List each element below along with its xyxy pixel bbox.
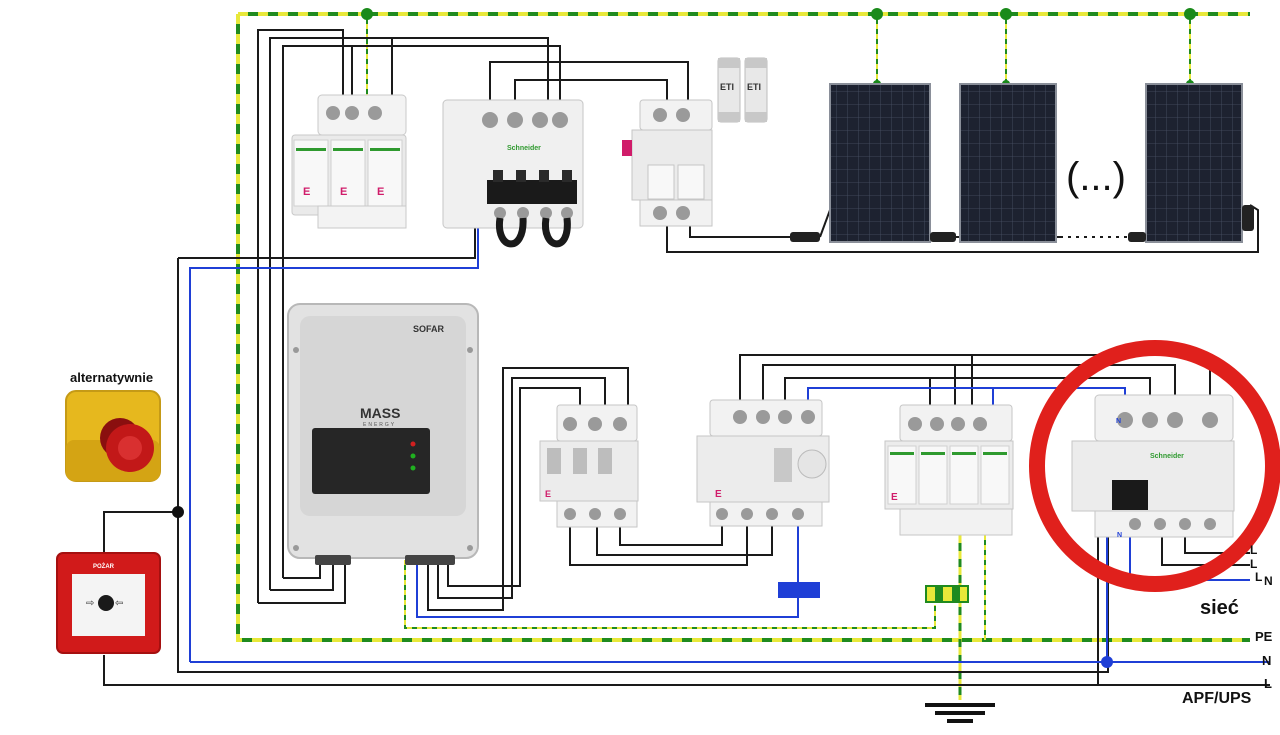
grid-rcd-n-top: N bbox=[1116, 418, 1122, 425]
emergency-stop-button bbox=[65, 390, 161, 482]
phase-l2-label: L bbox=[1250, 557, 1258, 571]
phase-l3-label: L bbox=[1255, 570, 1263, 584]
neutral-wiring bbox=[189, 210, 1270, 663]
l-label: L bbox=[1264, 676, 1272, 691]
svg-text:E: E bbox=[891, 492, 898, 503]
inverter: SOFAR MASS ENERGY bbox=[287, 303, 479, 565]
svg-text:Schneider: Schneider bbox=[507, 145, 541, 152]
pv-panel bbox=[1145, 83, 1243, 243]
apf-ups-label: APF/UPS bbox=[1182, 690, 1252, 707]
neutral-busbar bbox=[778, 582, 820, 598]
n-label: N bbox=[1262, 653, 1272, 668]
dc-surge-protector: E E E bbox=[291, 94, 407, 229]
grid-rcd: Schneider bbox=[1071, 394, 1235, 538]
residual-current-device: E bbox=[696, 399, 830, 527]
svg-text:E: E bbox=[340, 186, 347, 198]
alternative-label: alternatywnie bbox=[70, 370, 154, 385]
svg-text:ENERGY: ENERGY bbox=[363, 422, 396, 428]
fire-switch: ⇨ ⇦ POŻAR bbox=[56, 552, 161, 654]
ground-icon bbox=[925, 703, 995, 723]
grid-rcd-n-bottom: N bbox=[1117, 532, 1123, 539]
svg-text:E: E bbox=[303, 186, 310, 198]
ac-circuit-breaker: E bbox=[539, 404, 639, 528]
dc-fuse-holder bbox=[622, 99, 713, 227]
svg-text:⇦: ⇦ bbox=[115, 598, 123, 609]
grid-n-label: N bbox=[1264, 574, 1273, 588]
svg-text:Schneider: Schneider bbox=[1150, 453, 1184, 460]
svg-text:MASS: MASS bbox=[360, 405, 400, 421]
svg-text:⇨: ⇨ bbox=[86, 598, 94, 609]
svg-text:E: E bbox=[377, 186, 384, 198]
pv-panel bbox=[829, 83, 931, 243]
svg-text:POŻAR: POŻAR bbox=[93, 563, 115, 570]
svg-text:E: E bbox=[545, 489, 551, 499]
more-panels-ellipsis: (...) bbox=[1066, 155, 1126, 199]
pe-label: PE bbox=[1255, 629, 1273, 644]
phase-l1-label: L bbox=[1250, 543, 1258, 557]
mc4-connector bbox=[790, 205, 1254, 242]
fuse-cartridges: ETI ETI bbox=[717, 57, 768, 123]
svg-text:SOFAR: SOFAR bbox=[413, 324, 445, 334]
svg-text:E: E bbox=[715, 489, 722, 500]
svg-text:ETI: ETI bbox=[720, 82, 734, 92]
ac-surge-protector: E bbox=[884, 404, 1014, 536]
grid-label: sieć bbox=[1200, 597, 1239, 619]
highlight-circle bbox=[1029, 340, 1280, 592]
junction-node bbox=[172, 506, 184, 518]
junction-node bbox=[1101, 656, 1113, 668]
svg-text:ETI: ETI bbox=[747, 82, 761, 92]
phase-wiring bbox=[103, 29, 1270, 686]
pe-busbar bbox=[925, 585, 969, 603]
dc-circuit-breaker: Schneider bbox=[442, 99, 584, 248]
pv-panel bbox=[959, 83, 1057, 243]
